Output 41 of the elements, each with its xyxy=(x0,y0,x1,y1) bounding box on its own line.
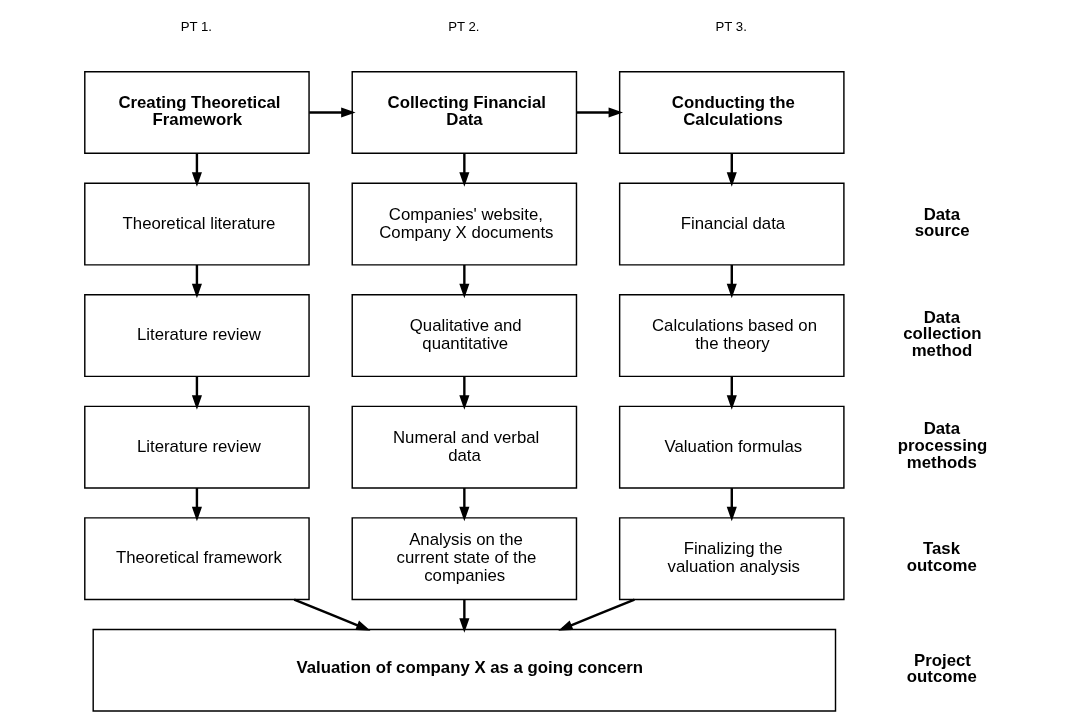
label: Data source xyxy=(914,204,970,241)
arrow xyxy=(459,599,470,633)
node-label: PT 2. xyxy=(448,18,480,34)
arrow xyxy=(191,153,202,187)
node-box: Qualitative and quantitative xyxy=(351,294,578,378)
arrow xyxy=(459,265,470,299)
node-box: Numeral and verbal data xyxy=(351,405,578,489)
arrow xyxy=(309,107,356,118)
arrow xyxy=(726,265,737,299)
node-box: Literature review xyxy=(84,294,310,378)
node-box: Valuation formulas xyxy=(618,405,845,489)
arrow xyxy=(191,265,202,299)
arrow xyxy=(558,598,635,631)
node-label: PT 1. xyxy=(180,18,213,34)
arrow xyxy=(191,376,202,410)
node-box: Theoretical literature xyxy=(84,182,310,266)
label: Data processing methods xyxy=(897,419,988,472)
node-box: Analysis on the current state of the companies xyxy=(351,517,578,601)
arrow xyxy=(726,376,737,410)
label: Data collection method xyxy=(903,307,982,361)
node-box: Collecting Financial Data xyxy=(351,71,578,155)
node-box: Valuation of company X as a going concern xyxy=(92,628,837,712)
arrow xyxy=(459,376,470,410)
arrow xyxy=(191,488,202,522)
arrow xyxy=(576,107,623,118)
node-box: Financial data xyxy=(618,182,845,266)
arrow xyxy=(726,153,737,187)
node-box: Creating Theoretical Framework xyxy=(84,71,310,155)
node-box: Calculations based on the theory xyxy=(618,294,845,378)
arrow xyxy=(459,488,470,522)
node-box: Conducting the Calculations xyxy=(618,71,845,155)
arrow xyxy=(726,488,737,522)
label: Task outcome xyxy=(906,539,977,575)
node-box: Theoretical framework xyxy=(84,517,310,601)
arrow xyxy=(459,153,470,187)
node-label: PT 3. xyxy=(715,18,747,34)
label: Project outcome xyxy=(906,650,977,687)
node-box: Companies' website, Company X documents xyxy=(351,182,578,266)
node-box: Literature review xyxy=(84,405,310,489)
arrow xyxy=(293,598,371,631)
node-box: Finalizing the valuation analysis xyxy=(618,517,845,601)
